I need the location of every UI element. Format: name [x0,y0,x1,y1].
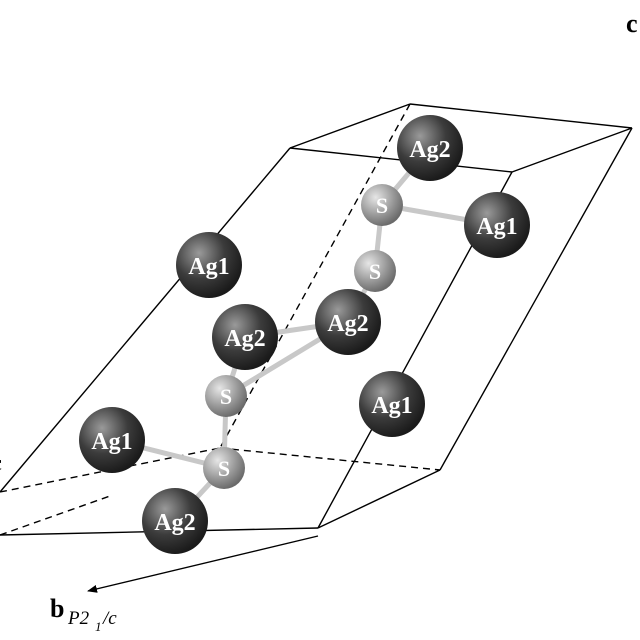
silver-sphere [79,407,145,473]
bonds [109,145,500,524]
atom-ag1-lower-left: Ag1 [79,407,145,473]
atom-label: Ag1 [476,214,517,240]
a-axis-label-partial: c [0,450,2,475]
silver-sphere [142,488,208,554]
atom-ag1-right: Ag1 [359,371,425,437]
atom-s-mid: S [205,375,247,417]
silver-sphere [212,304,278,370]
sulfur-sphere [205,375,247,417]
atom-label: Ag2 [409,137,450,163]
atom-ag2-top: Ag2 [397,115,463,181]
cell-edge-hidden [0,495,111,536]
b-axis-subscript-rest: /c [102,608,117,629]
cell-edge [0,147,291,493]
silver-sphere [315,289,381,355]
atom-s-upper: S [354,250,396,292]
atom-label: S [218,456,230,481]
cell-edge [511,127,633,173]
atom-ag2-mid-left: Ag2 [212,304,278,370]
b-axis-subscript-main: P2 [67,608,90,629]
atom-label: Ag2 [327,311,368,337]
atom-label: Ag1 [188,254,229,280]
atom-label: Ag2 [224,326,265,352]
atom-ag2-mid-right: Ag2 [315,289,381,355]
sulfur-sphere [203,447,245,489]
atom-ag2-bottom: Ag2 [142,488,208,554]
silver-sphere [176,232,242,298]
atom-ag1-upper-right: Ag1 [464,192,530,258]
cell-edge [317,469,441,529]
atom-ag1-left: Ag1 [176,232,242,298]
sulfur-sphere [354,250,396,292]
atom-label: S [220,384,232,409]
atom-label: Ag2 [154,510,195,536]
atom-s-lower: S [203,447,245,489]
c-axis-label: c [626,9,638,38]
silver-sphere [397,115,463,181]
b-axis-subscript-index: 1 [95,619,102,634]
b-axis-label: b P2 1 /c [50,594,117,634]
cell-edge-hidden [219,447,441,471]
b-axis-letter: b [50,594,64,623]
cell-edge [289,103,411,149]
cell-edge [409,103,633,129]
cell-edge [439,127,633,471]
atom-label: S [369,259,381,284]
atom-label: Ag1 [91,429,132,455]
atom-label: S [376,193,388,218]
cell-edge-hidden [219,103,411,449]
atom-s-top: S [361,184,403,226]
atom-label: Ag1 [371,393,412,419]
silver-sphere [464,192,530,258]
b-axis-arrow [87,535,319,593]
sulfur-sphere [361,184,403,226]
silver-sphere [359,371,425,437]
